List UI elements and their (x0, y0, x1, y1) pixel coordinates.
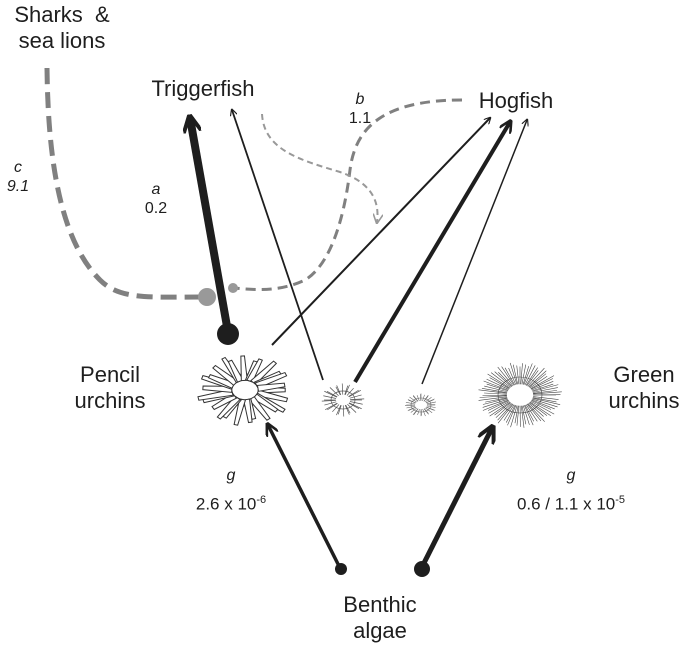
param-g-pencil-base: 2.6 x 10 (195, 494, 257, 514)
param-b-value: 1.1 (348, 110, 372, 127)
param-b-letter: b (355, 91, 365, 108)
arrow-small-urchin-to-hogfish (421, 120, 527, 385)
arrow-mid-urchin-to-hogfish (353, 122, 510, 384)
arrow-urchin-to-triggerfish (232, 110, 324, 381)
arrow-pencil-to-hogfish (271, 118, 490, 346)
label-algae-line1: Benthic (343, 592, 417, 617)
param-g-green-exp: -5 (615, 494, 626, 506)
param-a-value: 0.2 (144, 200, 168, 217)
dashed-link-c-end-dot (198, 288, 216, 306)
arrow-algae-to-green (419, 428, 492, 569)
dashed-link-b (233, 98, 463, 291)
label-green-line1: Green (613, 362, 675, 387)
arrow-algae-green-dot (414, 561, 430, 577)
label-green-line2: urchins (608, 388, 680, 413)
param-g-pencil-letter: g (226, 467, 236, 484)
label-sharks-sea-lions: Sharks & sea lions (0, 2, 124, 54)
param-c: c 9.1 (0, 158, 38, 196)
label-green-urchins: Green urchins (596, 362, 687, 414)
label-triggerfish: Triggerfish (151, 76, 255, 101)
small-urchin-image (321, 383, 365, 417)
param-a: a 0.2 (136, 180, 176, 218)
arrow-pencil-start-dot (217, 323, 239, 345)
param-g-pencil-exp: -6 (256, 494, 267, 506)
label-pencil-line2: urchins (74, 388, 146, 413)
arrow-algae-pencil-dot (335, 563, 347, 575)
label-hogfish: Hogfish (478, 88, 554, 113)
green-urchin-image (478, 362, 562, 428)
label-sharks-line1: Sharks & (14, 2, 110, 27)
param-g-green-base: 0.6 / 1.1 x 10 (516, 494, 616, 514)
arrow-pencil-to-triggerfish (190, 118, 232, 333)
param-a-letter: a (151, 181, 161, 198)
arrow-algae-to-pencil (268, 425, 342, 569)
param-g-green: g 0.6 / 1.1 x 10-5 (496, 466, 646, 514)
param-b: b 1.1 (340, 90, 380, 128)
tiny-urchin-image (405, 393, 437, 417)
label-benthic-algae: Benthic algae (330, 592, 430, 644)
dashed-link-c (44, 67, 203, 300)
label-pencil-line1: Pencil (80, 362, 140, 387)
label-sharks-line2: sea lions (18, 28, 106, 53)
param-c-letter: c (14, 159, 22, 176)
param-c-value: 9.1 (6, 178, 30, 195)
dashed-link-triggerfish (261, 113, 378, 222)
param-g-green-letter: g (566, 467, 576, 484)
param-g-pencil: g 2.6 x 10-6 (176, 466, 286, 514)
label-pencil-urchins: Pencil urchins (62, 362, 158, 414)
pencil-urchin-image (197, 355, 289, 426)
dashed-link-b-end-dot (228, 283, 238, 293)
label-algae-line2: algae (353, 618, 407, 643)
